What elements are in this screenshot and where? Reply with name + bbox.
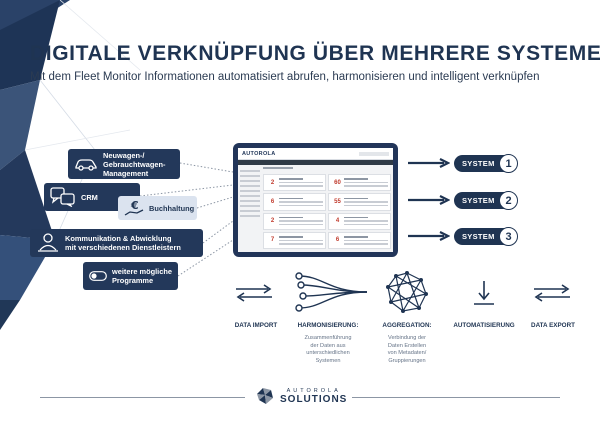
monitor-display: AUTOROLA 2 60 6 55 2 4 7 6 (238, 148, 393, 252)
dashboard-card: 7 (263, 231, 326, 249)
system-label: SYSTEM (462, 159, 495, 168)
source-label: Neuwagen-/ Gebrauchtwagen- Management (103, 150, 166, 178)
step-title-aggregation: AGGREGATION: (382, 322, 432, 329)
arrow-right-icon (408, 195, 450, 205)
arrow-right-icon (408, 231, 450, 241)
step-desc-harmonization: Zusammenführung der Daten aus unterschie… (304, 335, 352, 364)
dashboard-card: 4 (328, 212, 391, 230)
source-label: Buchhaltung (149, 203, 195, 213)
autorola-solutions-logo: AUTOROLA SOLUTIONS (255, 386, 347, 406)
svg-text:€: € (130, 199, 139, 212)
step-title-automation: AUTOMATISIERUNG (453, 322, 515, 329)
dashboard-card: 55 (328, 193, 391, 211)
step-title-data-export: DATA EXPORT (531, 322, 575, 329)
source-tag-accounting: € Buchhaltung (118, 196, 197, 220)
monitor-logo: AUTOROLA (242, 150, 276, 157)
monitor-search-bar (359, 151, 389, 156)
source-label: Kommunikation & Abwicklung mit verschied… (65, 234, 181, 252)
system-pill-3: SYSTEM 3 (454, 227, 518, 246)
arrow-right-icon (408, 158, 450, 168)
logo-text-top: AUTOROLA (286, 387, 341, 394)
system-label: SYSTEM (462, 232, 495, 241)
network-icon (386, 271, 428, 313)
step-title-data-import: DATA IMPORT (234, 322, 278, 329)
double-arrow-icon (534, 284, 570, 302)
monitor-body: 2 60 6 55 2 4 7 6 (238, 165, 393, 251)
page-subtitle: Mit dem Fleet Monitor Informationen auto… (30, 71, 540, 83)
dashboard-card: 2 (263, 212, 326, 230)
system-number: 1 (499, 154, 518, 173)
dashboard-card: 2 (263, 174, 326, 192)
system-label: SYSTEM (462, 196, 495, 205)
monitor-main: 2 60 6 55 2 4 7 6 (263, 167, 391, 249)
monitor-sidebar (240, 167, 260, 249)
logo-mark-icon (257, 388, 273, 404)
logo-text-bottom: SOLUTIONS (280, 393, 348, 405)
system-number: 2 (499, 191, 518, 210)
source-tag-vehicle-management: Neuwagen-/ Gebrauchtwagen- Management (68, 149, 180, 179)
dashboard-card: 60 (328, 174, 391, 192)
page-title: DIGITALE VERKNÜPFUNG ÜBER MEHRERE SYSTEM… (30, 42, 600, 65)
arrow-down-icon (474, 281, 494, 305)
system-number: 3 (499, 227, 518, 246)
double-arrow-icon (236, 284, 272, 302)
dashboard-card: 6 (328, 231, 391, 249)
source-tag-communication: Kommunikation & Abwicklung mit verschied… (30, 229, 203, 257)
car-icon (74, 157, 98, 171)
euro-hand-icon: € (124, 199, 144, 217)
monitor-nav-bar (238, 160, 393, 165)
toggle-icon (89, 271, 107, 281)
fleet-monitor-screen: AUTOROLA 2 60 6 55 2 4 7 6 (233, 143, 398, 257)
monitor-card-grid: 2 60 6 55 2 4 7 6 (263, 174, 391, 249)
system-pill-1: SYSTEM 1 (454, 154, 518, 173)
step-desc-aggregation: Verbindung der Daten Erstellen von Metad… (387, 335, 427, 364)
source-label: weitere mögliche Programme (112, 267, 172, 285)
step-title-harmonization: HARMONISIERUNG: (297, 322, 359, 329)
monitor-topbar: AUTOROLA (238, 148, 393, 160)
chat-bubbles-icon (50, 187, 76, 207)
source-label: CRM (81, 192, 98, 202)
footer-divider-right (352, 397, 560, 398)
system-pill-2: SYSTEM 2 (454, 191, 518, 210)
source-tag-other-programs: weitere mögliche Programme (83, 262, 178, 290)
merge-lines-icon (295, 272, 368, 312)
footer-divider-left (40, 397, 245, 398)
dashboard-card: 6 (263, 193, 326, 211)
person-desk-icon (36, 232, 60, 254)
